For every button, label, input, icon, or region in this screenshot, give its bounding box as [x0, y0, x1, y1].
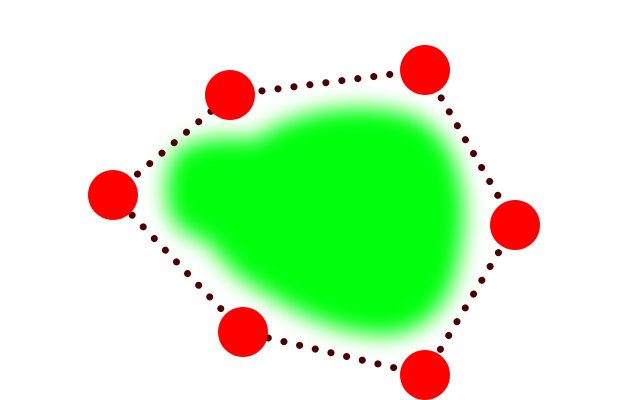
handle-upper-right[interactable] — [400, 45, 450, 95]
fill-region — [166, 108, 464, 335]
handle-lower-right[interactable] — [400, 350, 450, 400]
outline-edge[interactable] — [239, 328, 429, 379]
outline-edge[interactable] — [421, 221, 519, 379]
handles-group — [88, 45, 540, 400]
outline-edge[interactable] — [226, 66, 429, 99]
outline-edge[interactable] — [109, 91, 234, 199]
outline-edge[interactable] — [109, 191, 247, 336]
selection-outline[interactable] — [109, 66, 519, 379]
outline-edge[interactable] — [421, 66, 519, 229]
handle-upper-left[interactable] — [205, 70, 255, 120]
handle-right[interactable] — [490, 200, 540, 250]
handle-lower-left[interactable] — [218, 307, 268, 357]
handle-left[interactable] — [88, 170, 138, 220]
